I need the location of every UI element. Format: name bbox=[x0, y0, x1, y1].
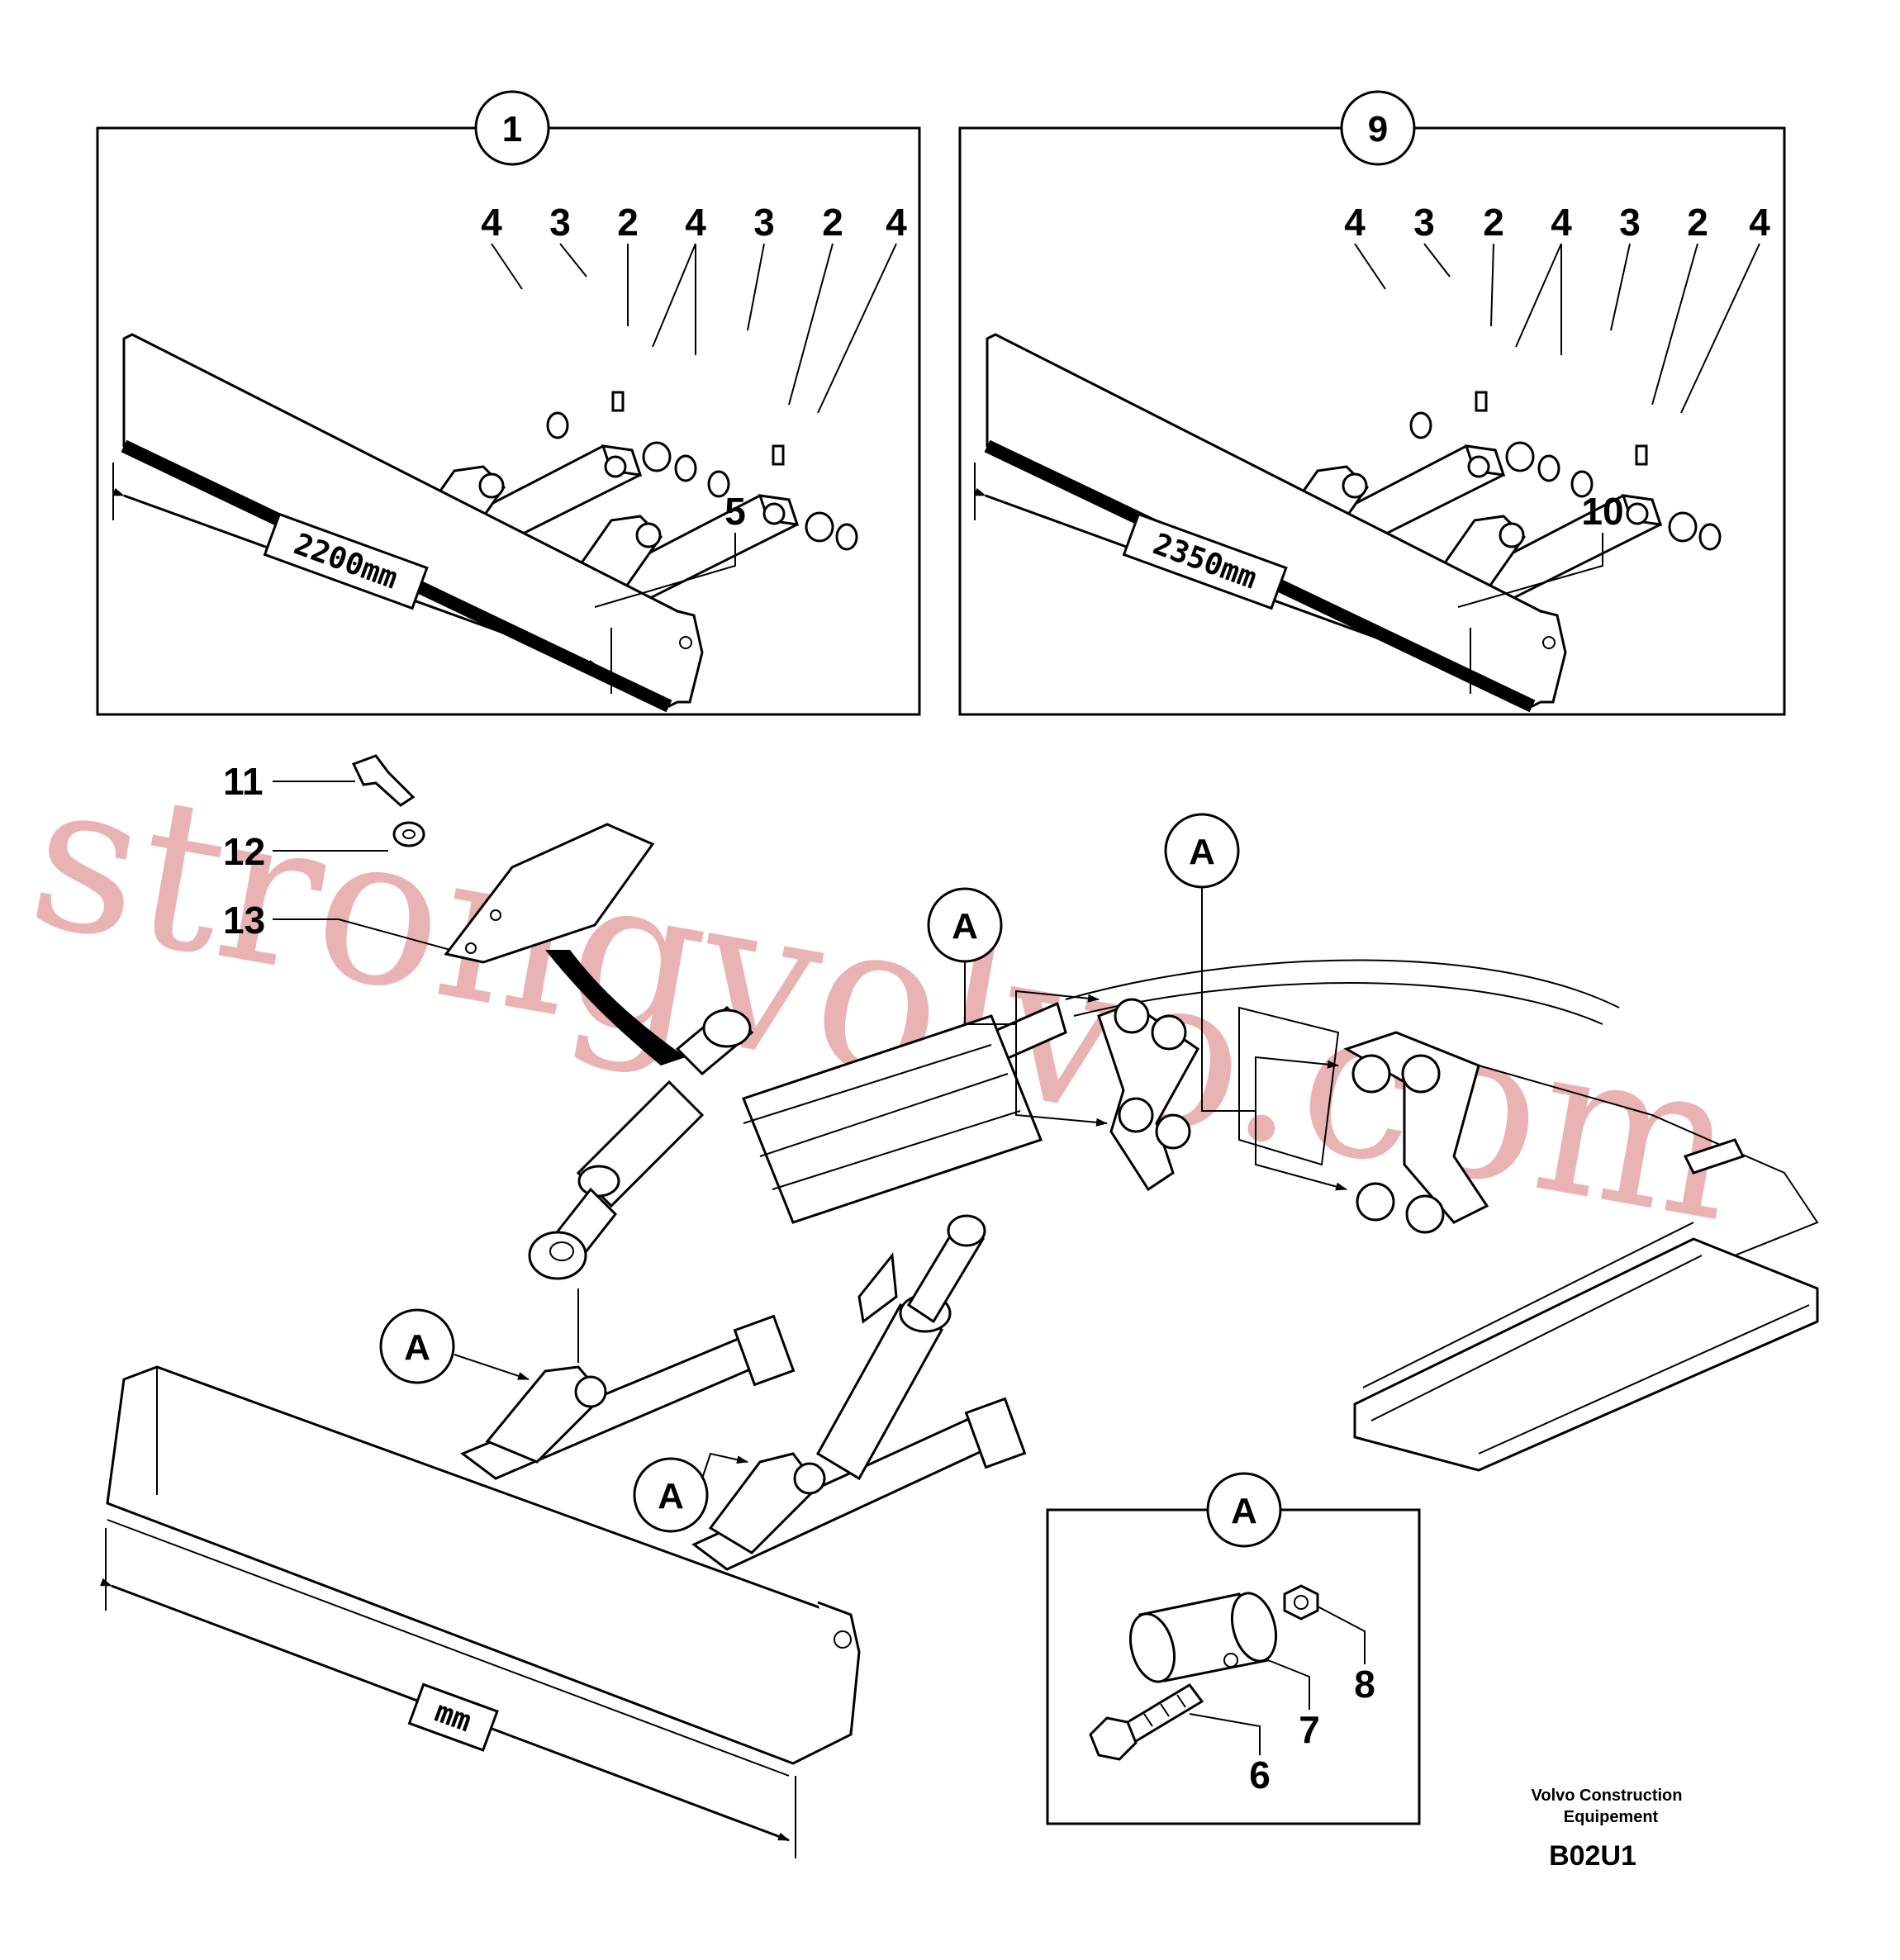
panel-left-label-1: 4 bbox=[481, 201, 502, 244]
frame-ref-a-left: A bbox=[952, 906, 978, 947]
company-line-2: Equipement bbox=[1564, 1808, 1659, 1826]
detail-nut-label: 8 bbox=[1354, 1663, 1375, 1706]
frame-ref-a-right: A bbox=[1189, 832, 1215, 872]
detail-pin-label: 7 bbox=[1299, 1708, 1320, 1751]
company-line-1: Volvo Construction bbox=[1532, 1787, 1683, 1805]
bolt-label: 11 bbox=[223, 760, 264, 803]
panel-left: 1 2200mm 4 3 2 4 3 2 4 5 bbox=[96, 90, 921, 716]
panel-right-label-2: 3 bbox=[1413, 201, 1435, 244]
panel-right-label-6: 2 bbox=[1687, 201, 1708, 244]
panel-right-label-5: 3 bbox=[1619, 201, 1641, 244]
main-assembly: 11 12 13 mm bbox=[100, 754, 1819, 1858]
panel-left-label-7: 4 bbox=[886, 201, 907, 244]
washer-label: 12 bbox=[223, 830, 265, 873]
detail-bolt-label: 6 bbox=[1249, 1754, 1271, 1796]
panel-left-label-5: 3 bbox=[753, 201, 775, 244]
drawing-code: B02U1 bbox=[1549, 1840, 1636, 1872]
detail-panel: A 6 7 8 bbox=[1046, 1472, 1421, 1825]
blade-ref-a-right: A bbox=[658, 1476, 684, 1516]
panel-left-edge-label: 5 bbox=[724, 490, 746, 533]
panel-left-callout: 1 bbox=[502, 109, 522, 149]
footer: Volvo Construction Equipement B02U1 bbox=[1532, 1787, 1683, 1872]
panel-left-label-3: 2 bbox=[617, 201, 639, 244]
panel-left-label-4: 4 bbox=[685, 201, 706, 244]
blade-ref-a-left: A bbox=[404, 1327, 430, 1368]
detail-callout: A bbox=[1231, 1491, 1257, 1531]
plate-label: 13 bbox=[223, 899, 265, 942]
panel-right-label-4: 4 bbox=[1551, 201, 1572, 244]
panel-right-edge-label: 10 bbox=[1581, 490, 1623, 533]
panel-right: 9 2350mm 4 3 2 4 3 2 4 10 bbox=[958, 90, 1786, 716]
panel-right-callout: 9 bbox=[1368, 109, 1388, 149]
panel-right-label-1: 4 bbox=[1344, 201, 1366, 244]
panel-left-label-2: 3 bbox=[549, 201, 571, 244]
panel-right-label-7: 4 bbox=[1749, 201, 1770, 244]
panel-left-label-6: 2 bbox=[822, 201, 843, 244]
panel-right-label-3: 2 bbox=[1483, 201, 1504, 244]
